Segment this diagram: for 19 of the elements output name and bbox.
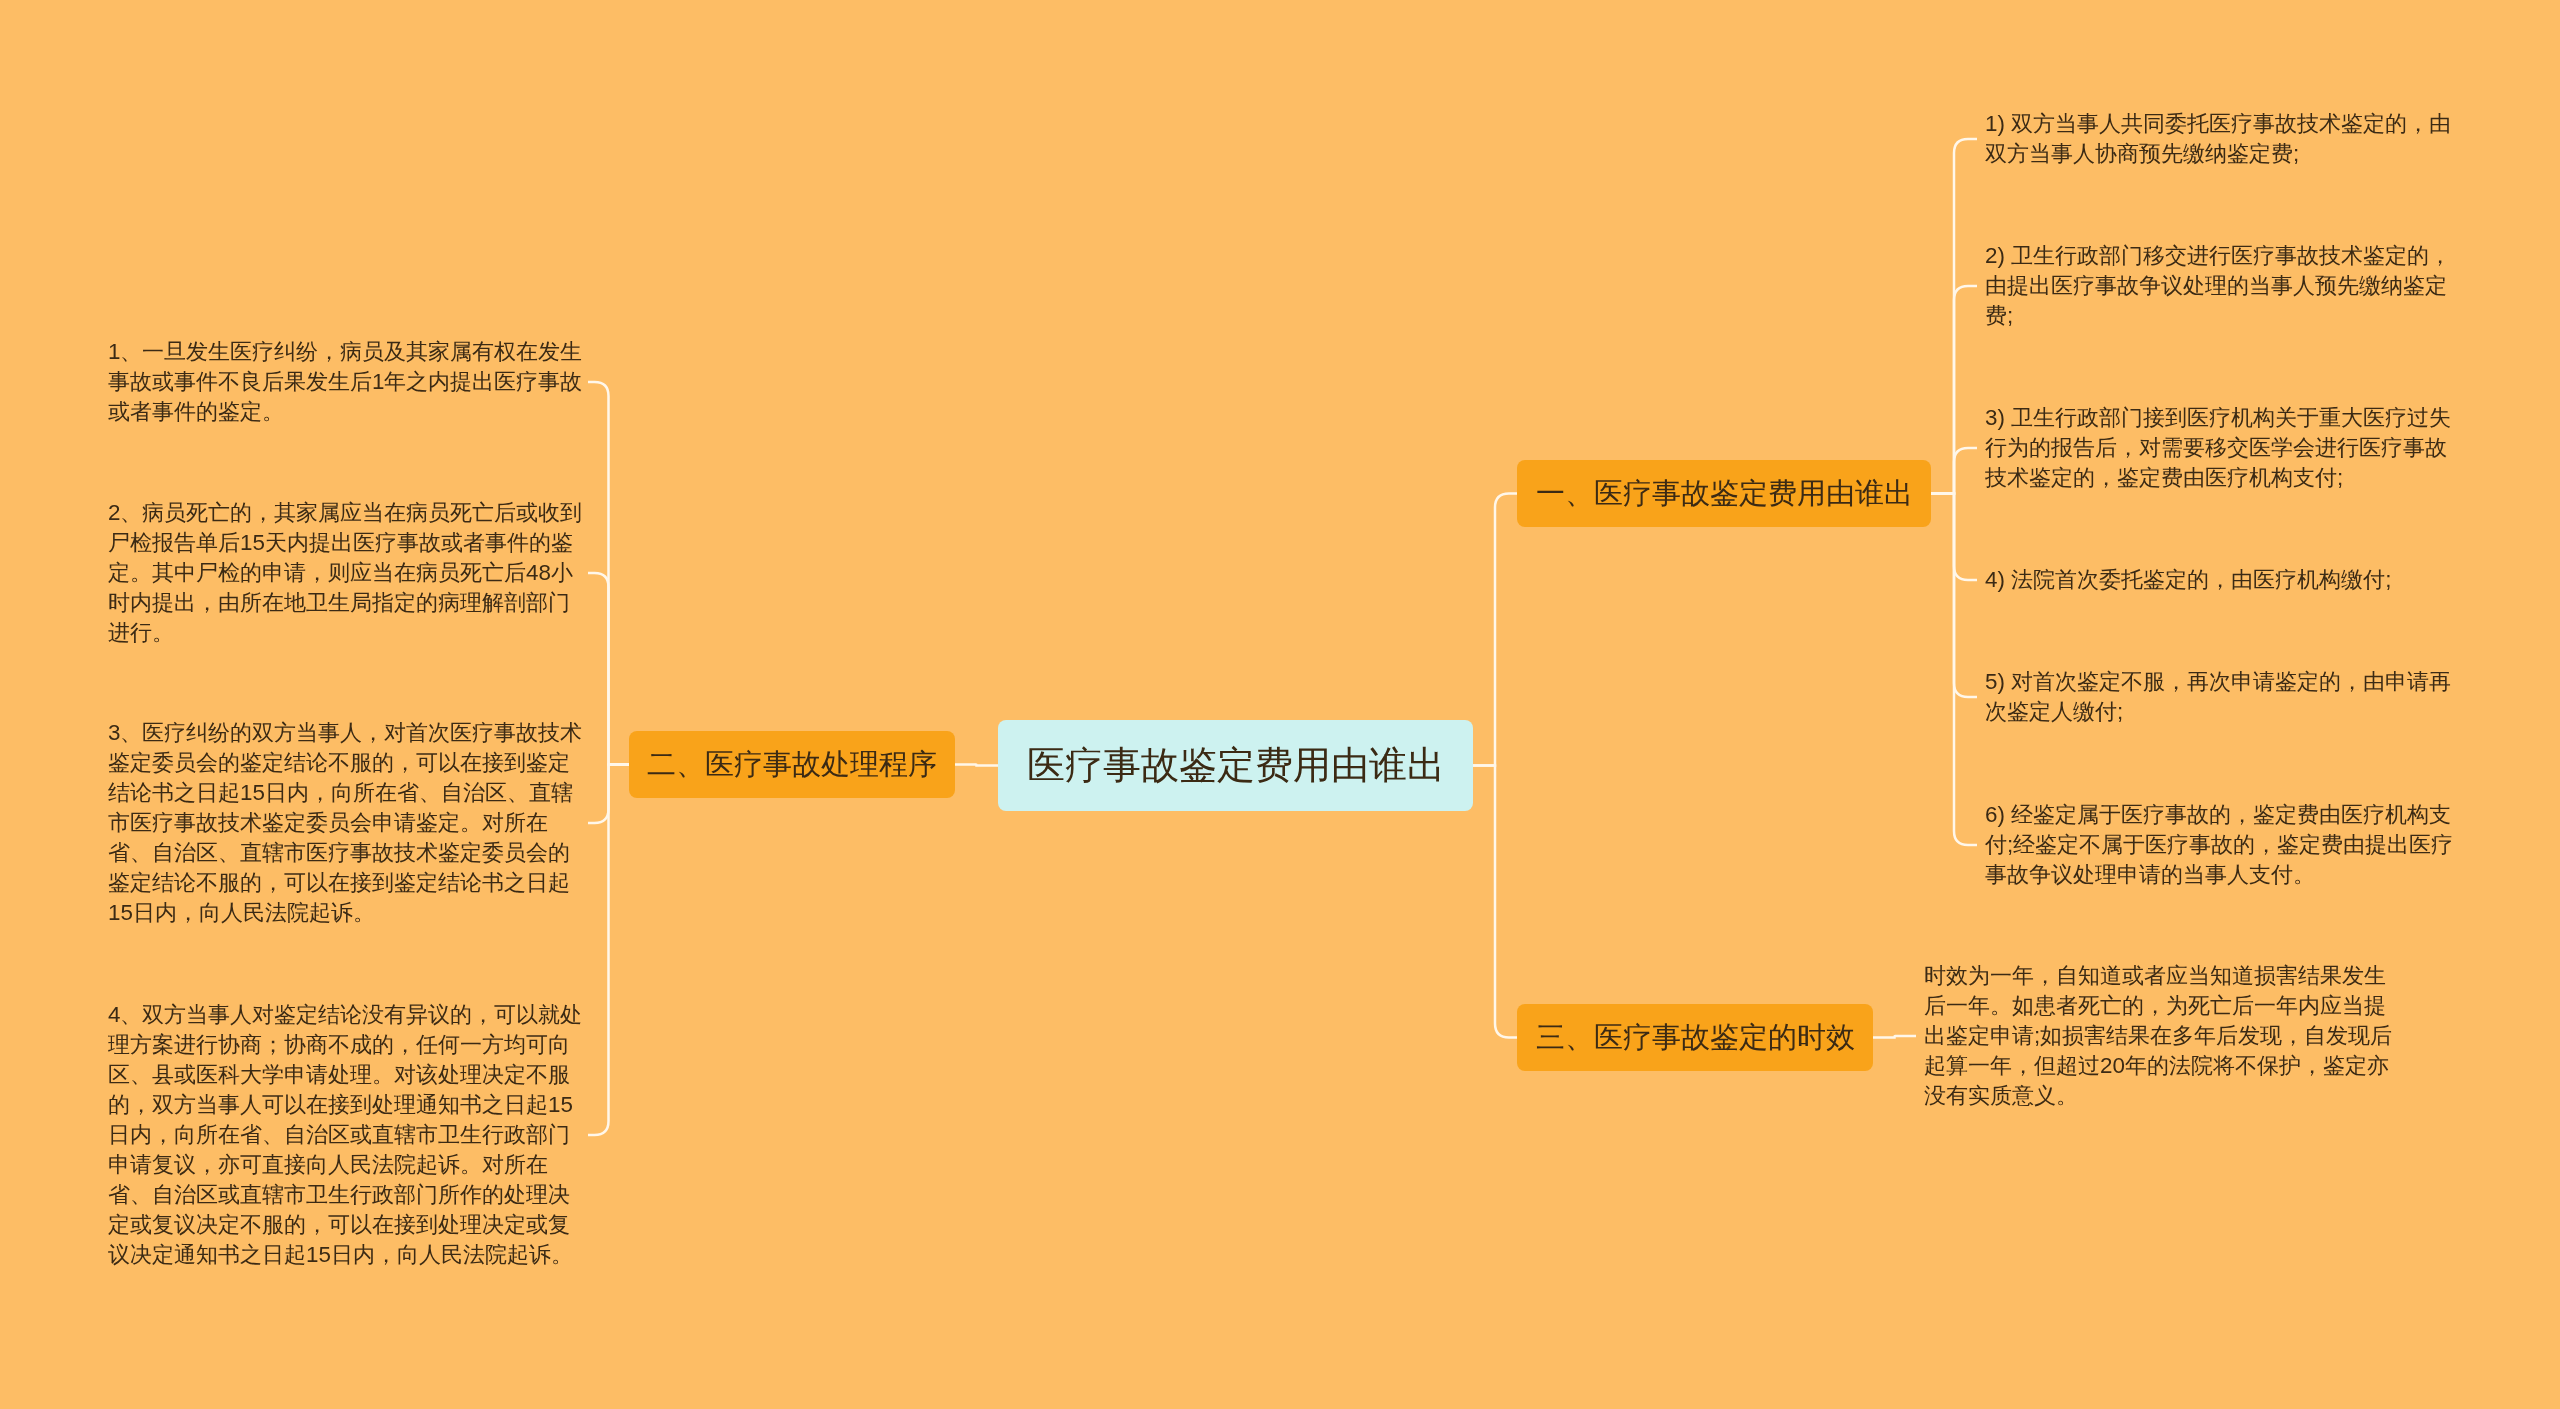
branch-topic: 一、医疗事故鉴定费用由谁出 [1517,460,1931,527]
leaf-text: 时效为一年，自知道或者应当知道损害结果发生后一年。如患者死亡的，为死亡后一年内应当提出鉴定申请;如损害结果在多年后发现，自发现后起算一年，但超过20年的法院将不保护，鉴定亦没有实质意义。 [1924,961,2402,1111]
connector-line [588,763,629,1137]
leaf-text: 4、双方当事人对鉴定结论没有异议的，可以就处理方案进行协商；协商不成的，任何一方均可向区、县或医科大学申请处理。对该处理决定不服的，双方当事人可以在接到处理通知书之日起15日内，向所在省、自治区或直辖市卫生行政部门申请复议，亦可直接向人民法院起诉。对所在省、自治区或直辖市卫生行政部门所作的处理决定或复议决定不服的，可以在接到处理决定或复议决定通知书之日起15日内，向人民法院起诉。 [108,1000,586,1270]
central-topic: 医疗事故鉴定费用由谁出 [998,720,1473,811]
leaf-text: 6) 经鉴定属于医疗事故的，鉴定费由医疗机构支付;经鉴定不属于医疗事故的，鉴定费由提出医疗事故争议处理申请的当事人支付。 [1985,800,2457,890]
leaf-text: 5) 对首次鉴定不服，再次申请鉴定的，由申请再次鉴定人缴付; [1985,667,2457,727]
leaf-text: 3、医疗纠纷的双方当事人，对首次医疗事故技术鉴定委员会的鉴定结论不服的，可以在接到鉴定结论书之日起15日内，向所在省、自治区、直辖市医疗事故技术鉴定委员会申请鉴定。对所在省、自治区、直辖市医疗事故技术鉴定委员会的鉴定结论不服的，可以在接到鉴定结论书之日起15日内，向人民法院起诉。 [108,718,586,928]
leaf-text: 2、病员死亡的，其家属应当在病员死亡后或收到尸检报告单后15天内提出医疗事故或者事件的鉴定。其中尸检的申请，则应当在病员死亡后48小时内提出，由所在地卫生局指定的病理解剖部门进行。 [108,498,586,648]
connector-line [1873,1034,1916,1039]
leaf-text: 2) 卫生行政部门移交进行医疗事故技术鉴定的，由提出医疗事故争议处理的当事人预先缴纳鉴定费; [1985,241,2457,331]
leaf-text: 4) 法院首次委托鉴定的，由医疗机构缴付; [1985,565,2457,595]
leaf-text: 3) 卫生行政部门接到医疗机构关于重大医疗过失行为的报告后，对需要移交医学会进行医疗事故技术鉴定的，鉴定费由医疗机构支付; [1985,403,2457,493]
connector-line [955,763,998,767]
connector-line [1473,764,1517,1039]
branch-topic: 三、医疗事故鉴定的时效 [1517,1004,1873,1071]
leaf-text: 1、一旦发生医疗纠纷，病员及其家属有权在发生事故或事件不良后果发生后1年之内提出医疗事故或者事件的鉴定。 [108,337,586,427]
leaf-text: 1) 双方当事人共同委托医疗事故技术鉴定的，由双方当事人协商预先缴纳鉴定费; [1985,109,2457,169]
branch-topic: 二、医疗事故处理程序 [629,731,955,798]
